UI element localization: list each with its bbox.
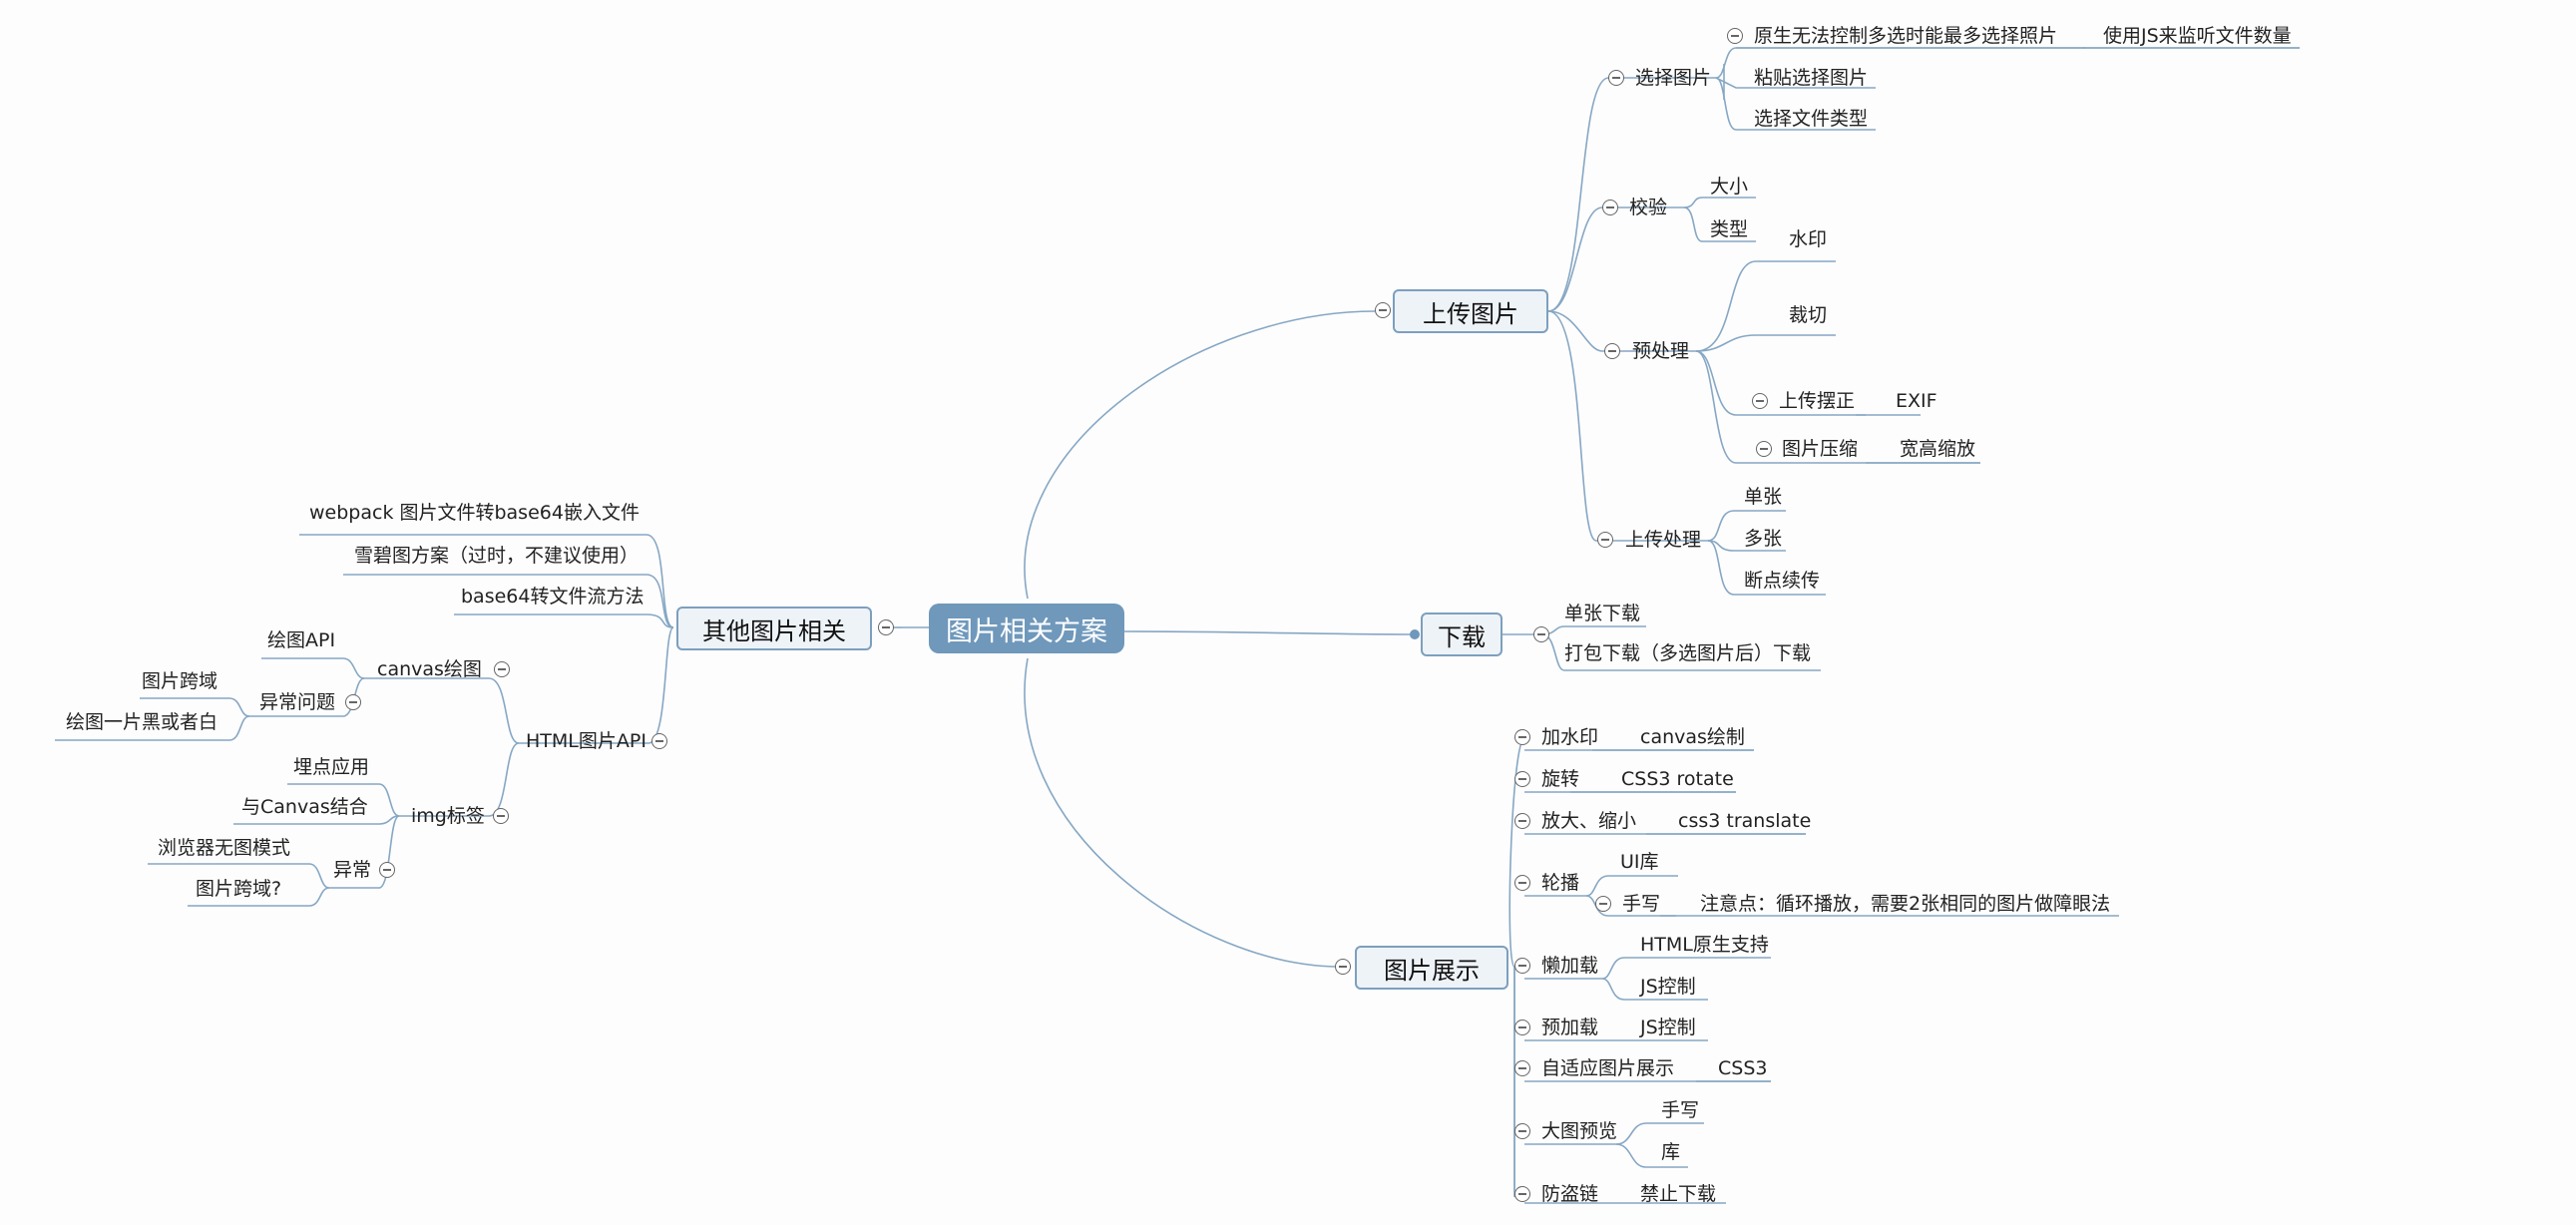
node-html-native[interactable]: HTML原生支持 [1640, 934, 1769, 956]
collapse-icon[interactable] [1514, 729, 1530, 745]
node-lazy-load[interactable]: 懒加载 [1541, 955, 1599, 977]
node-sprite[interactable]: 雪碧图方案（过时，不建议使用） [354, 545, 640, 567]
node-exif[interactable]: EXIF [1896, 390, 1937, 412]
topic-other[interactable]: 其他图片相关 [676, 607, 872, 650]
collapse-icon[interactable] [1727, 28, 1743, 44]
node-no-image-mode[interactable]: 浏览器无图模式 [158, 837, 291, 859]
node-webpack-base64[interactable]: webpack 图片文件转base64嵌入文件 [309, 502, 640, 524]
collapse-icon[interactable] [1752, 393, 1768, 409]
node-type[interactable]: 类型 [1710, 218, 1749, 240]
node-preview-lib[interactable]: 库 [1661, 1141, 1681, 1163]
collapse-icon[interactable] [1533, 626, 1549, 642]
topic-upload[interactable]: 上传图片 [1393, 289, 1548, 333]
node-preview-hand[interactable]: 手写 [1661, 1099, 1700, 1121]
node-draw-api[interactable]: 绘图API [267, 629, 336, 651]
node-compress[interactable]: 图片压缩 [1782, 438, 1859, 460]
collapse-icon[interactable] [1335, 959, 1351, 975]
node-canvas-draw[interactable]: canvas绘制 [1640, 726, 1745, 748]
collapse-icon[interactable] [1756, 441, 1772, 457]
node-with-canvas[interactable]: 与Canvas结合 [241, 796, 368, 818]
node-base64-stream[interactable]: base64转文件流方法 [461, 586, 644, 608]
node-img-cors[interactable]: 图片跨域? [196, 878, 282, 900]
collapse-icon[interactable] [1604, 343, 1620, 359]
node-multiple[interactable]: 多张 [1744, 528, 1783, 550]
collapse-icon[interactable] [1514, 1020, 1530, 1035]
node-single[interactable]: 单张 [1744, 486, 1783, 508]
node-carousel[interactable]: 轮播 [1541, 872, 1580, 894]
topic-download[interactable]: 下载 [1421, 612, 1503, 656]
node-upload-process[interactable]: 上传处理 [1625, 529, 1702, 551]
node-css3-translate[interactable]: css3 translate [1678, 810, 1812, 832]
node-select-note[interactable]: 使用JS来监听文件数量 [2103, 25, 2292, 47]
node-handwrite[interactable]: 手写 [1622, 893, 1661, 915]
node-single-download[interactable]: 单张下载 [1564, 603, 1641, 624]
collapse-icon[interactable] [345, 694, 361, 710]
topic-display[interactable]: 图片展示 [1355, 946, 1508, 990]
node-html-api[interactable]: HTML图片API [526, 730, 646, 752]
node-carousel-note[interactable]: 注意点：循环播放，需要2张相同的图片做障眼法 [1700, 893, 2111, 915]
collapse-icon[interactable] [1602, 200, 1618, 215]
node-select-image[interactable]: 选择图片 [1635, 67, 1712, 89]
node-batch-download[interactable]: 打包下载（多选图片后）下载 [1564, 642, 1812, 664]
collapse-icon[interactable] [379, 862, 395, 878]
node-img-error[interactable]: 异常 [333, 859, 372, 881]
collapse-icon[interactable] [1608, 70, 1624, 86]
node-preprocess[interactable]: 预处理 [1632, 340, 1690, 362]
node-add-watermark[interactable]: 加水印 [1541, 726, 1599, 748]
node-black-white[interactable]: 绘图一片黑或者白 [66, 711, 218, 733]
collapse-icon[interactable] [1514, 771, 1530, 787]
collapse-icon[interactable] [651, 733, 667, 749]
collapse-icon[interactable] [878, 619, 894, 635]
node-watermark-pre[interactable]: 水印 [1789, 228, 1828, 250]
node-paste-image[interactable]: 粘贴选择图片 [1754, 67, 1869, 89]
node-resize[interactable]: 宽高缩放 [1900, 438, 1976, 460]
collapse-icon[interactable] [1514, 875, 1530, 891]
node-js-control[interactable]: JS控制 [1640, 976, 1696, 998]
node-preload[interactable]: 预加载 [1541, 1017, 1599, 1038]
node-rotate[interactable]: 旋转 [1541, 768, 1580, 790]
node-crop[interactable]: 裁切 [1789, 304, 1828, 326]
collapse-icon[interactable] [1514, 813, 1530, 829]
node-big-preview[interactable]: 大图预览 [1541, 1120, 1618, 1142]
node-adaptive[interactable]: 自适应图片展示 [1541, 1057, 1675, 1079]
node-css3[interactable]: CSS3 [1718, 1057, 1768, 1079]
node-ui-lib[interactable]: UI库 [1620, 851, 1659, 873]
node-file-type[interactable]: 选择文件类型 [1754, 108, 1869, 130]
node-img-tag[interactable]: img标签 [411, 805, 485, 827]
collapse-icon[interactable] [493, 808, 509, 824]
node-orient-fix[interactable]: 上传摆正 [1779, 390, 1856, 412]
node-verify[interactable]: 校验 [1629, 197, 1668, 218]
node-resume[interactable]: 断点续传 [1744, 570, 1821, 592]
node-canvas-error[interactable]: 异常问题 [259, 691, 336, 713]
node-size[interactable]: 大小 [1710, 176, 1749, 198]
node-hotlink[interactable]: 防盗链 [1541, 1183, 1599, 1205]
collapse-icon[interactable] [1514, 1123, 1530, 1139]
node-preload-js[interactable]: JS控制 [1640, 1017, 1696, 1038]
node-cors[interactable]: 图片跨域 [142, 670, 218, 692]
node-css3-rotate[interactable]: CSS3 rotate [1621, 768, 1734, 790]
collapse-icon[interactable] [1514, 1186, 1530, 1202]
node-tracking[interactable]: 埋点应用 [293, 756, 370, 778]
node-no-download[interactable]: 禁止下载 [1640, 1183, 1717, 1205]
node-select-limit[interactable]: 原生无法控制多选时能最多选择照片 [1754, 25, 2058, 47]
collapse-icon[interactable] [1595, 896, 1611, 912]
node-canvas[interactable]: canvas绘图 [377, 658, 482, 680]
node-zoom[interactable]: 放大、缩小 [1541, 810, 1637, 832]
collapse-icon[interactable] [494, 661, 510, 677]
collapse-icon[interactable] [1375, 302, 1391, 318]
root-topic[interactable]: 图片相关方案 [929, 604, 1124, 653]
collapse-icon[interactable] [1597, 532, 1613, 548]
connector-dot-icon [1410, 629, 1420, 639]
collapse-icon[interactable] [1514, 958, 1530, 974]
collapse-icon[interactable] [1514, 1060, 1530, 1076]
